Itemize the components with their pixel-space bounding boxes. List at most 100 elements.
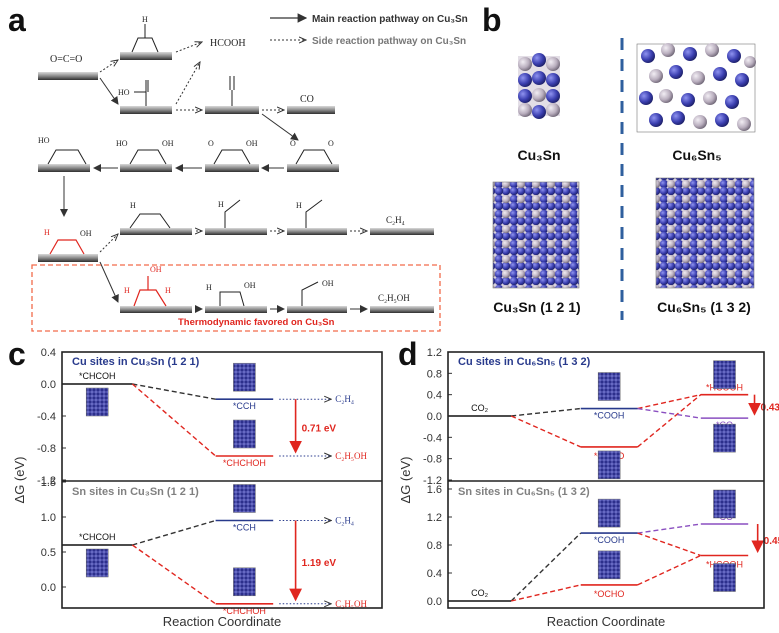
adsorbate-structure-thumbnail [85, 387, 109, 417]
surface-slab [205, 306, 267, 313]
y-tick-label: 0.8 [427, 540, 442, 552]
atom-label: H [218, 200, 224, 209]
panel-label-c: c [8, 336, 26, 372]
atom-label: OH [244, 281, 256, 290]
adsorbate-structure-thumbnail [233, 484, 256, 513]
level-label: *CHCOH [79, 532, 116, 542]
atom-label: OH [246, 139, 258, 148]
chart-d-sn-sites: Sn sites in Cu₆Sn₅ (1 3 2)1.61.20.80.40.… [427, 484, 779, 608]
chart-frame-d [447, 351, 765, 609]
y-tick-label: 0.8 [427, 368, 442, 380]
adsorbate-structure-thumbnail [713, 489, 736, 519]
co-label: CO [300, 94, 314, 105]
atom-label: O [208, 139, 214, 148]
cu3sn-bulk-structure [518, 53, 560, 119]
connector-line [637, 393, 701, 410]
cu3sn-label: Cu₃Sn [517, 147, 560, 163]
atom-label: H [124, 286, 130, 295]
y-tick-label: 0.4 [427, 568, 442, 580]
adsorbate-structure-thumbnail [597, 498, 621, 528]
surface-slab [38, 254, 98, 262]
y-tick-label: 0.0 [41, 582, 56, 594]
surface-slab [205, 106, 259, 114]
energy-gap-label: 0.71 eV [302, 424, 337, 435]
surface-slab [205, 164, 259, 172]
y-tick-label: 0.4 [41, 347, 56, 359]
surface-slab [120, 228, 192, 235]
level-label: *CHCHOH [223, 458, 266, 468]
panel-label-b: b [482, 2, 502, 38]
y-tick-label: -1.2 [423, 475, 442, 487]
atom-label: HO [38, 136, 50, 145]
level-label: *CHCHOH [223, 606, 266, 616]
energy-gap-label: 0.43 eV [761, 402, 779, 413]
product-label: C₂H₅OH [335, 599, 367, 609]
level-label: *CCH [233, 523, 256, 533]
level-label: *CCH [233, 401, 256, 411]
adsorbate-structure-thumbnail [233, 419, 256, 449]
y-tick-label: -0.4 [37, 411, 56, 423]
connector-line [637, 532, 702, 557]
adsorbate-structure-thumbnail [713, 423, 736, 453]
level-label: CO₂ [471, 403, 489, 413]
level-label: *OCHO [594, 589, 625, 599]
surface-slab [205, 228, 267, 235]
y-tick-label: -0.4 [423, 432, 442, 444]
adsorbate-structure-thumbnail [713, 563, 736, 592]
panel-label-d: d [398, 336, 418, 372]
y-tick-label: 1.2 [427, 347, 442, 359]
surface-slab [287, 164, 339, 172]
legend-main: Main reaction pathway on Cu₃Sn [312, 14, 468, 25]
connector-line [511, 584, 581, 602]
y-tick-label: -0.8 [423, 454, 442, 466]
adsorbate-structure-thumbnail [597, 372, 621, 401]
surface-slab [287, 306, 347, 313]
y-tick-label: 1.5 [41, 477, 56, 489]
atom-label: H [142, 15, 148, 24]
atom-label: OH [162, 139, 174, 148]
cu6sn5-surface-label: Cu₆Sn₅ (1 3 2) [657, 299, 751, 315]
y-tick-label: 0.0 [41, 379, 56, 391]
surface-slab [120, 306, 192, 313]
level-label: CO₂ [471, 588, 489, 598]
atom-label: HO [118, 88, 130, 97]
atom-label: OH [322, 279, 334, 288]
level-label: *CHCOH [79, 371, 116, 381]
surface-slab [287, 106, 335, 114]
panel-label-a: a [8, 2, 26, 38]
surface-slab [370, 228, 434, 235]
connector-line [637, 523, 701, 534]
adsorbate-structure-thumbnail [85, 548, 109, 578]
level-label: *COOH [594, 535, 625, 545]
level-label: *COOH [594, 411, 625, 421]
chart-title: Cu sites in Cu₆Sn₅ (1 3 2) [458, 356, 591, 368]
atom-label: O [328, 139, 334, 148]
y-tick-label: -1.2 [37, 475, 56, 487]
atom-label: H [296, 201, 302, 210]
surface-slab [370, 306, 434, 313]
y-axis-label-d: ΔG (eV) [398, 457, 413, 504]
connector-line [511, 407, 581, 417]
y-axis-label-c: ΔG (eV) [12, 457, 27, 504]
y-tick-label: 0.4 [427, 390, 442, 402]
thermo-box [31, 264, 441, 332]
chart-frame-c [61, 351, 383, 609]
y-tick-label: 0.0 [427, 411, 442, 423]
x-axis-label-d: Reaction Coordinate [547, 614, 666, 629]
connector-line [510, 532, 582, 602]
thermo-label: Thermodynamic favored on Cu₃Sn [178, 317, 335, 328]
adsorbate-structure-thumbnail [233, 567, 256, 597]
atom-label: H [44, 228, 50, 237]
atom-label: OH [80, 229, 92, 238]
atom-label: H [165, 286, 171, 295]
chart-title: Sn sites in Cu₆Sn₅ (1 3 2) [458, 486, 590, 498]
product-label: C₂H₄ [335, 516, 354, 526]
chart-d-cu-sites: Cu sites in Cu₆Sn₅ (1 3 2) 1.2 0.8 0.4 0.0 -0… [423, 347, 779, 487]
reaction-scheme: Main reaction pathway on Cu₃Sn Side reac… [31, 13, 468, 332]
y-tick-label: 1.0 [41, 512, 56, 524]
crystal-structures: Cu₃Sn Cu₆Sn₅ Cu₃Sn (1 2 1) Cu₆Sn₅ (1 3 2… [492, 38, 756, 320]
energy-gap-label: 1.19 eV [302, 558, 337, 569]
energy-gap-label: 0.45 eV [764, 536, 779, 547]
chart-c-sn-sites: Sn sites in Cu₃Sn (1 2 1)1.51.00.50.0*CH… [41, 477, 368, 616]
